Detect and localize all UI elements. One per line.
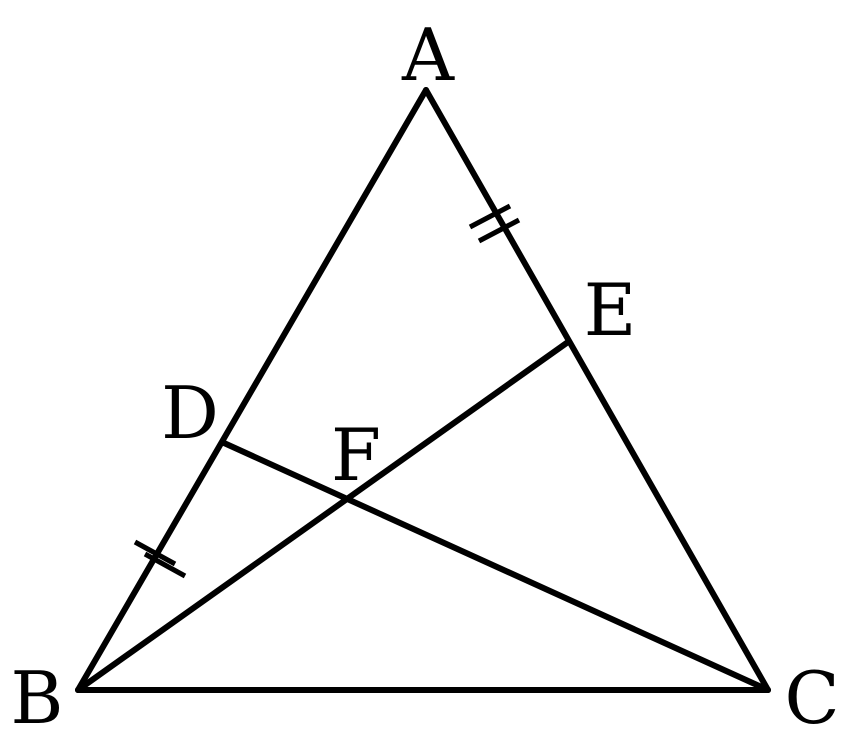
equal-mark-bd [133,539,187,579]
label-a: A [401,13,455,97]
label-d: D [161,371,219,455]
label-c: C [784,656,839,740]
segment-ab [75,87,429,693]
segment-ac [423,87,771,693]
tick-ae-2 [477,217,521,244]
tick-bd-1 [133,539,177,567]
segment-cd [221,440,771,693]
label-b: B [11,656,64,740]
label-f: F [331,413,381,497]
tick-bd-2 [143,551,187,579]
tick-ae-1 [468,203,512,230]
label-e: E [584,268,637,352]
segment-be [75,339,571,693]
equal-mark-ae [468,203,521,244]
